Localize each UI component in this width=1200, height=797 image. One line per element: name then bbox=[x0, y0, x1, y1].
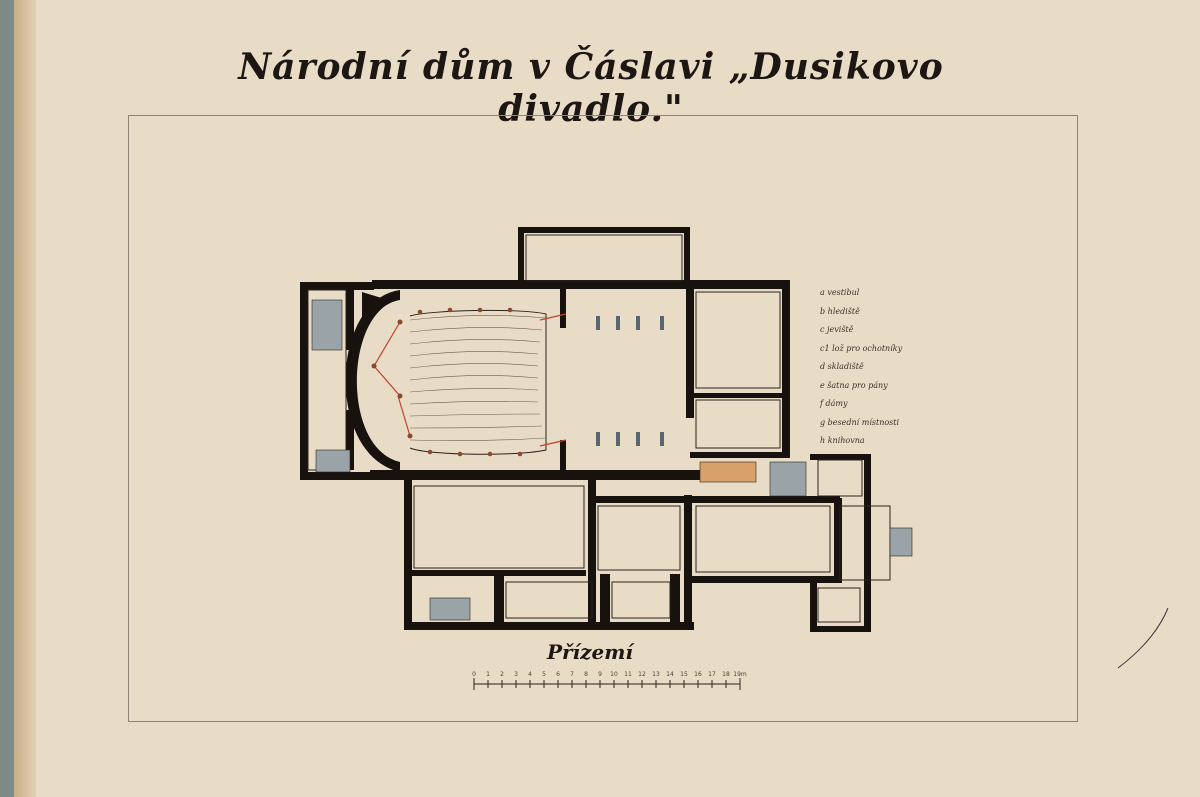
scale-tick-label: 8 bbox=[584, 671, 588, 678]
wall bbox=[494, 574, 504, 626]
scale-tick-label: 2 bbox=[500, 671, 504, 678]
wall bbox=[692, 576, 842, 583]
scale-tick-label: 10 bbox=[610, 671, 618, 678]
seating-rows bbox=[409, 315, 547, 441]
scale-tick-label: 19m bbox=[733, 671, 747, 678]
room-d-outline bbox=[525, 234, 683, 282]
wall bbox=[404, 478, 412, 628]
stairs bbox=[311, 299, 913, 621]
wall bbox=[300, 282, 374, 290]
wall bbox=[690, 393, 785, 398]
scale-tick-label: 16 bbox=[694, 671, 702, 678]
legend-item: g besední místnosti bbox=[820, 417, 900, 427]
scale-tick-label: 3 bbox=[514, 671, 518, 678]
drawing-sheet bbox=[14, 0, 1200, 797]
scale-tick-label: 4 bbox=[528, 671, 532, 678]
wall bbox=[518, 227, 690, 233]
wall bbox=[370, 470, 720, 480]
wall bbox=[300, 282, 308, 480]
legend-item: a vestibul bbox=[820, 288, 860, 297]
wall bbox=[686, 288, 694, 418]
wall bbox=[588, 478, 596, 628]
wall bbox=[362, 292, 388, 326]
wall bbox=[406, 570, 586, 576]
scale-tick-label: 17 bbox=[708, 671, 716, 678]
scale-tick-label: 7 bbox=[570, 671, 574, 678]
legend-item: d skladiště bbox=[820, 362, 864, 371]
seating-outline bbox=[409, 309, 547, 455]
wall bbox=[810, 454, 871, 460]
wall bbox=[518, 227, 524, 285]
room-g-outline bbox=[817, 459, 863, 497]
wall bbox=[782, 284, 790, 458]
scale-tick-label: 15 bbox=[680, 671, 688, 678]
scale-tick-label: 9 bbox=[598, 671, 602, 678]
scale-tick-label: 6 bbox=[556, 671, 560, 678]
plan-legend: a vestibul b hlediště c jeviště c1 lož p… bbox=[820, 288, 950, 455]
room-e-outline bbox=[695, 291, 781, 389]
scale-tick-label: 0 bbox=[472, 671, 476, 678]
lighting-lines bbox=[373, 313, 567, 447]
scale-tick-label: 13 bbox=[652, 671, 660, 678]
staircase-warm bbox=[699, 461, 757, 483]
legend-item: e šatna pro pány bbox=[820, 380, 888, 390]
stage-marks bbox=[596, 316, 664, 446]
scale-tick-label: 12 bbox=[638, 671, 646, 678]
wall bbox=[810, 580, 817, 632]
wall bbox=[404, 622, 694, 630]
wall bbox=[684, 227, 690, 285]
scale-tick-label: 5 bbox=[542, 671, 546, 678]
wall bbox=[300, 472, 380, 480]
room-g-outline bbox=[597, 505, 681, 571]
wall bbox=[834, 498, 842, 582]
wall bbox=[810, 626, 871, 632]
scale-tick-label: 11 bbox=[624, 671, 632, 678]
wall bbox=[346, 290, 354, 350]
scale-tick-label: 18 bbox=[722, 671, 730, 678]
wall bbox=[600, 574, 610, 626]
drawing-title: Národní dům v Čáslavi „Dusikovo divadlo.… bbox=[238, 46, 944, 130]
legend-item: c jeviště bbox=[820, 325, 854, 334]
sheet-edge-stain bbox=[14, 0, 36, 797]
auditorium-wall bbox=[345, 290, 400, 472]
drawing-frame bbox=[128, 115, 1078, 722]
legend-item: h knihovna bbox=[820, 436, 865, 445]
scale-bar bbox=[473, 678, 741, 690]
room-h-outline bbox=[817, 587, 861, 623]
pencil-mark bbox=[1117, 607, 1169, 669]
wall bbox=[590, 496, 840, 503]
legend-item: f dámy bbox=[820, 399, 848, 408]
wall bbox=[690, 452, 785, 458]
legend-item: c1 lož pro ochotníky bbox=[820, 343, 903, 353]
lighting-points bbox=[371, 307, 523, 457]
wall bbox=[864, 454, 871, 632]
plan-lines bbox=[307, 234, 891, 623]
room-outline bbox=[505, 581, 593, 619]
wall bbox=[560, 288, 566, 328]
room-g-outline bbox=[413, 485, 585, 569]
plan-subtitle: Přízemí bbox=[546, 640, 633, 664]
room-g-outline bbox=[695, 505, 831, 573]
plan-walls bbox=[300, 227, 871, 632]
room-f-outline bbox=[695, 399, 781, 449]
legend-item: b hlediště bbox=[820, 306, 860, 316]
wall bbox=[346, 410, 354, 470]
scale-tick-label: 1 bbox=[486, 671, 490, 678]
room-outline bbox=[611, 581, 671, 619]
wall bbox=[560, 440, 566, 476]
wall bbox=[372, 280, 790, 289]
wall bbox=[670, 574, 680, 626]
scale-tick-label: 14 bbox=[666, 671, 674, 678]
wall bbox=[684, 495, 692, 630]
